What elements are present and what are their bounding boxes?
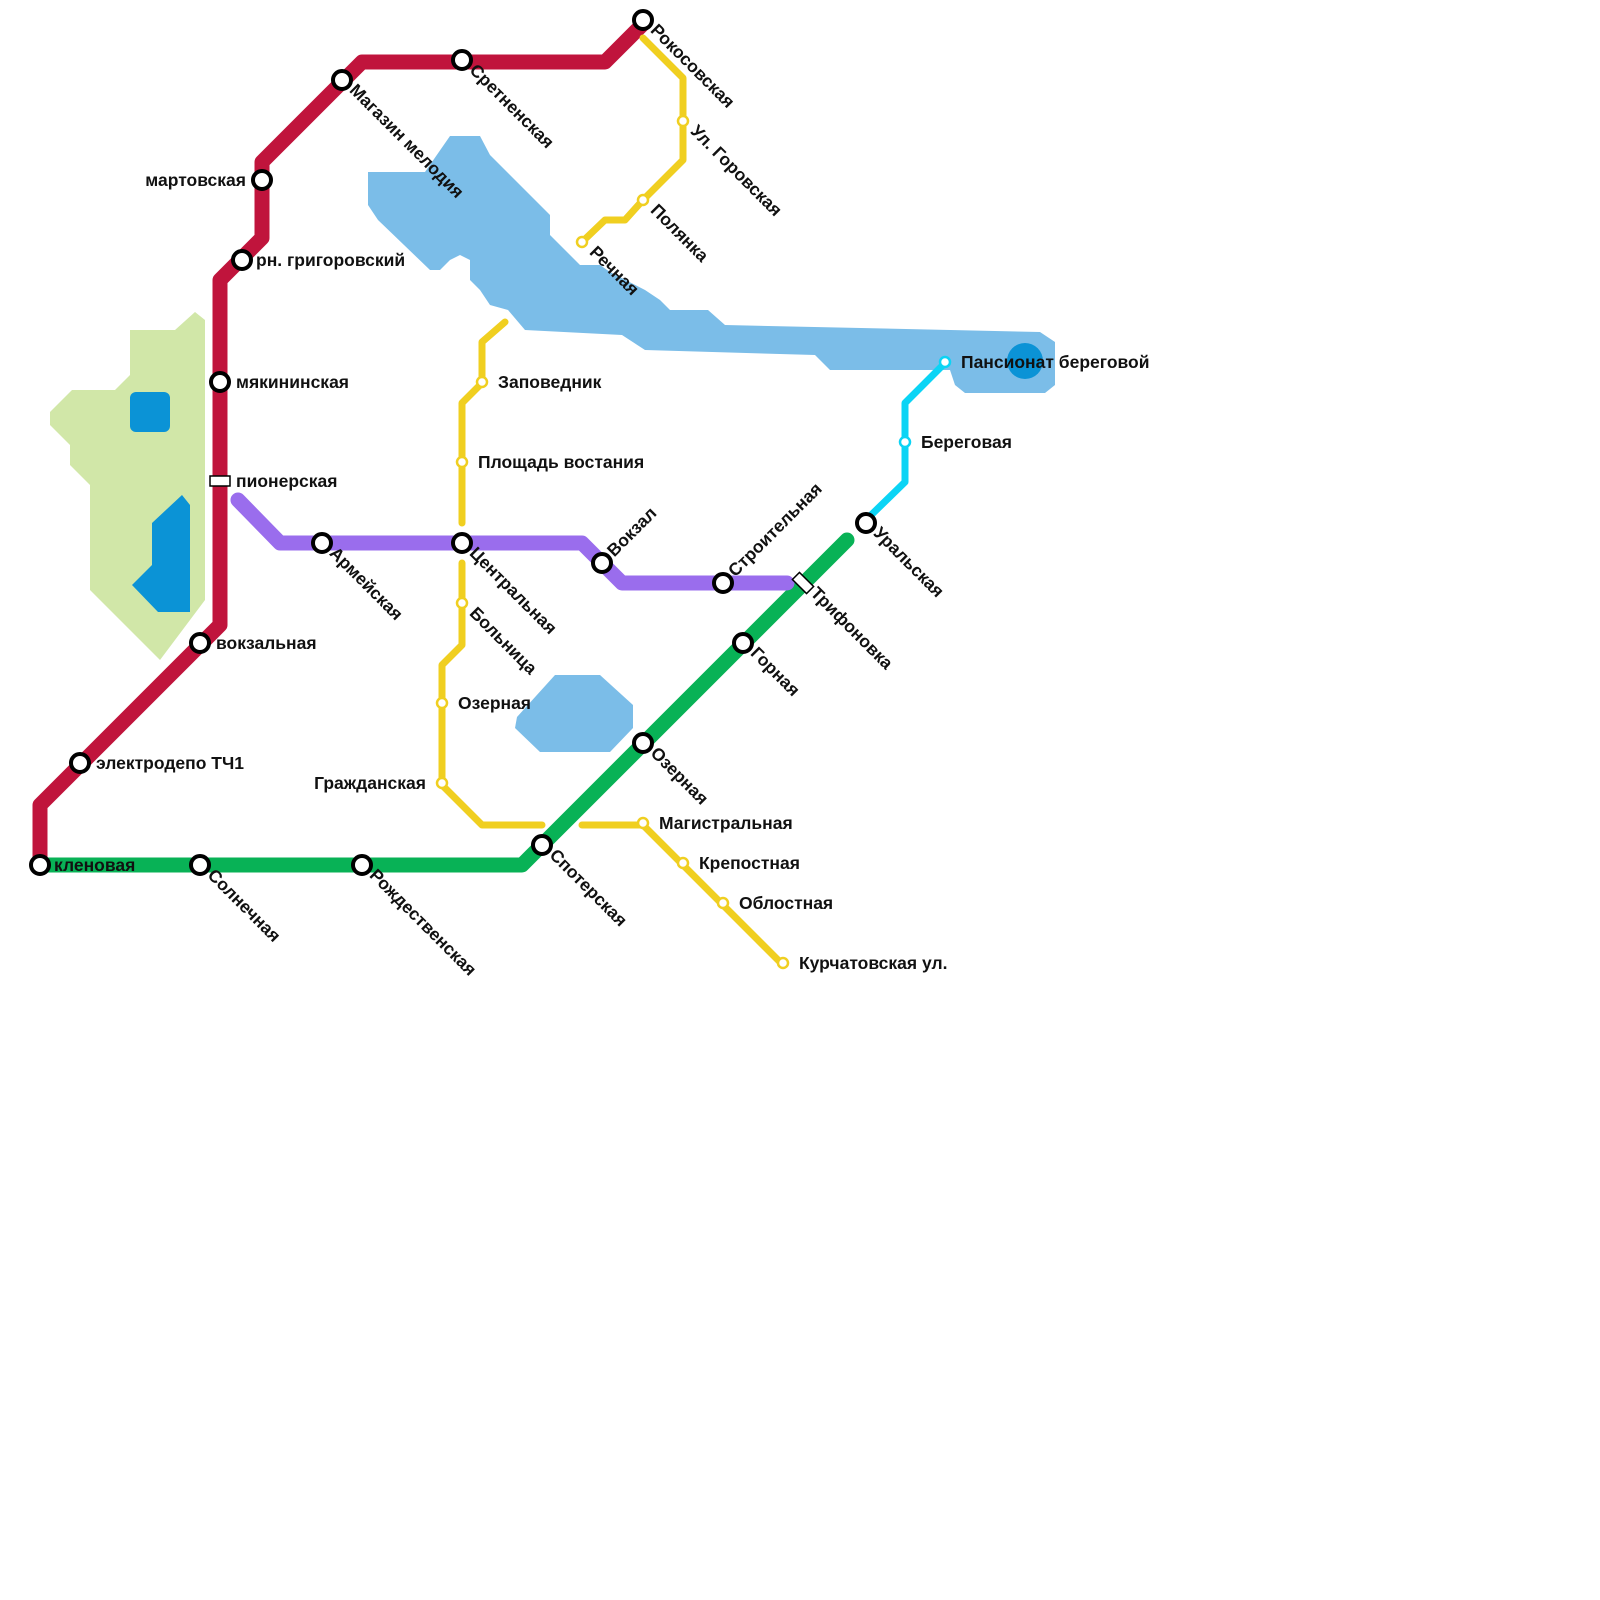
station-label-pionerskaya: пионерская <box>236 471 337 491</box>
station-marker-bolnitsa[interactable] <box>455 596 469 610</box>
station-label-gornaya: Горная <box>747 643 804 700</box>
station-marker-oblostnaya[interactable] <box>716 896 730 910</box>
station-marker-rozhdestvenskaya[interactable] <box>351 854 373 876</box>
station-label-magistralnaya: Магистральная <box>659 813 793 833</box>
park-pond-small <box>130 392 170 432</box>
station-marker-trifonovka[interactable] <box>791 571 815 595</box>
station-label-ul-gorovskaya: Ул. Горовская <box>687 121 786 220</box>
station-label-myakininskaya: мякининская <box>236 372 349 392</box>
station-label-vokzal: Вокзал <box>603 503 661 561</box>
station-marker-rn-grigorovsky[interactable] <box>231 249 253 271</box>
station-label-vokzalnaya: вокзальная <box>216 633 317 653</box>
station-marker-stroitelnaya[interactable] <box>712 572 734 594</box>
station-label-kurchatovskaya: Курчатовская ул. <box>799 953 947 973</box>
station-label-elektrodepo: электродепо ТЧ1 <box>96 753 244 773</box>
station-marker-magazin-melodiya[interactable] <box>331 69 353 91</box>
station-label-stroitelnaya: Строительная <box>724 479 826 581</box>
station-marker-pansionat[interactable] <box>938 355 952 369</box>
station-marker-klenovaya[interactable] <box>29 854 51 876</box>
station-label-rozhdestvenskaya: Рождественская <box>366 865 481 980</box>
station-marker-elektrodepo[interactable] <box>69 752 91 774</box>
yellow-line-south <box>438 559 546 829</box>
station-marker-ozernaya-green[interactable] <box>632 732 654 754</box>
purple-line <box>230 492 795 591</box>
station-marker-vokzal[interactable] <box>591 552 613 574</box>
station-marker-krepostnaya[interactable] <box>676 856 690 870</box>
station-marker-martovskaya[interactable] <box>251 169 273 191</box>
station-marker-sretenskaya[interactable] <box>451 49 473 71</box>
red-line <box>32 16 651 873</box>
station-marker-pionerskaya[interactable] <box>209 475 231 487</box>
station-marker-solnechnaya[interactable] <box>189 854 211 876</box>
station-label-trifonovka: Трифоновка <box>807 583 898 674</box>
station-marker-spoterskaya[interactable] <box>531 834 553 856</box>
station-label-rn-grigorovsky: рн. григоровский <box>256 250 405 270</box>
station-marker-ozernaya-yellow[interactable] <box>435 696 449 710</box>
station-label-oblostnaya: Облостная <box>739 893 833 913</box>
water-bodies <box>130 136 1055 752</box>
station-label-solnechnaya: Солнечная <box>204 865 285 946</box>
station-label-polyanka: Полянка <box>647 200 713 266</box>
station-label-martovskaya: мартовская <box>145 170 246 190</box>
pansionat-pond <box>1007 343 1043 379</box>
station-marker-ul-gorovskaya[interactable] <box>676 114 690 128</box>
station-marker-kurchatovskaya[interactable] <box>776 956 790 970</box>
station-marker-polyanka[interactable] <box>636 193 650 207</box>
yellow-line-central <box>458 318 509 527</box>
river <box>368 136 1055 393</box>
station-label-beregovaya: Береговая <box>921 432 1012 452</box>
station-marker-armeyskaya[interactable] <box>311 532 333 554</box>
station-marker-ploshchad-vostaniya[interactable] <box>455 455 469 469</box>
station-label-krepostnaya: Крепостная <box>699 853 800 873</box>
station-marker-rokossovskaya[interactable] <box>632 9 654 31</box>
station-label-pansionat: Пансионат береговой <box>961 352 1149 372</box>
station-marker-uralskaya[interactable] <box>855 512 877 534</box>
station-marker-magistralnaya[interactable] <box>636 816 650 830</box>
station-label-klenovaya: кленовая <box>54 855 135 875</box>
station-marker-zapovednik[interactable] <box>475 375 489 389</box>
station-label-rokossovskaya: Рокосовская <box>647 20 739 112</box>
station-marker-gornaya[interactable] <box>732 632 754 654</box>
station-marker-rechnaya[interactable] <box>575 235 589 249</box>
station-label-uralskaya: Уральская <box>870 523 948 601</box>
station-marker-vokzalnaya[interactable] <box>189 632 211 654</box>
station-label-zapovednik: Заповедник <box>498 372 602 392</box>
station-label-grazhdanskaya: Гражданская <box>314 773 426 793</box>
central-lake <box>515 675 633 752</box>
station-label-ozernaya-yellow: Озерная <box>458 693 531 713</box>
station-label-ozernaya-green: Озерная <box>647 743 713 809</box>
station-marker-tsentralnaya[interactable] <box>451 532 473 554</box>
station-marker-myakininskaya[interactable] <box>209 371 231 393</box>
station-label-armeyskaya: Армейская <box>326 543 407 624</box>
station-label-ploshchad-vostaniya: Площадь востания <box>478 452 644 472</box>
station-marker-beregovaya[interactable] <box>898 435 912 449</box>
park-pond-large <box>132 495 190 612</box>
station-label-spoterskaya: Спотерская <box>546 845 631 930</box>
station-marker-grazhdanskaya[interactable] <box>435 776 449 790</box>
